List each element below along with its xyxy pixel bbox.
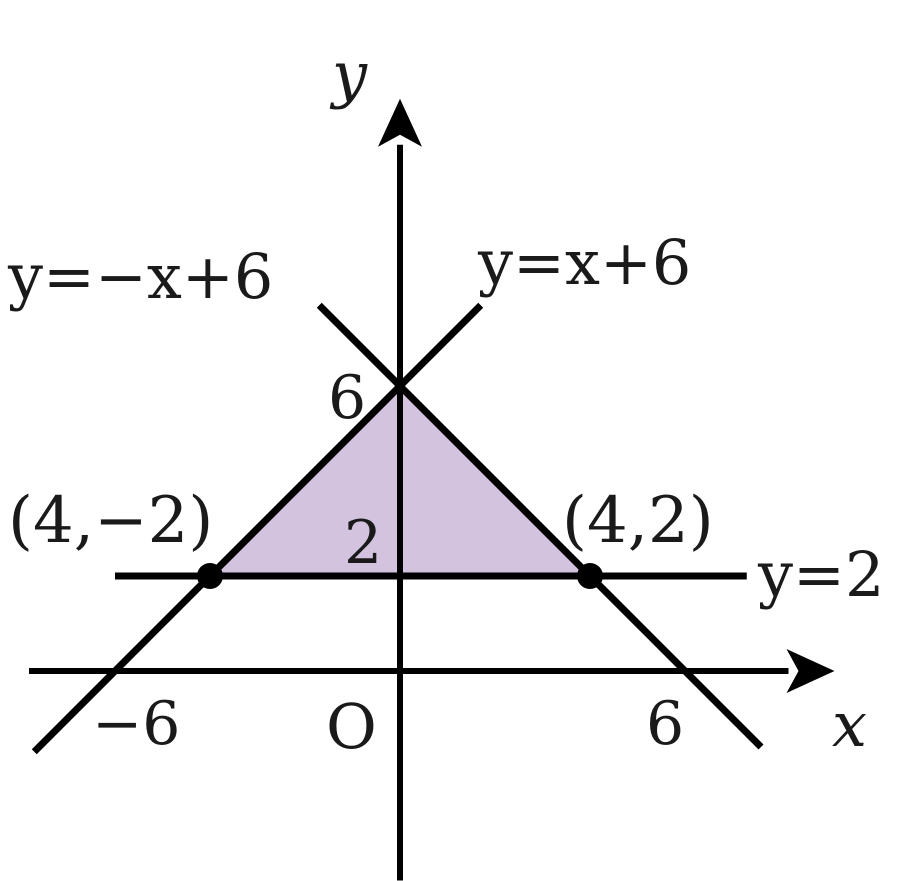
x-axis-label: x [832,688,867,761]
y-axis-arrowhead [378,98,422,147]
tick-label-x-neg6: −6 [92,689,180,759]
tick-label-x-6: 6 [646,689,684,759]
line-label-x-plus-6: y=x+6 [477,226,691,299]
intersection-point-left [197,563,223,589]
line-label-y-eq-2: y=2 [757,538,884,611]
line-y-equals-x-plus-6 [31,302,484,755]
point-label-right: (4,2) [562,484,714,558]
tick-label-y-6: 6 [328,363,366,433]
intersection-point-right [577,563,603,589]
y-axis-label: y [329,38,368,111]
point-label-left: (4,−2) [8,484,213,558]
origin-label: O [326,690,377,763]
line-y-equals-neg-x-plus-6 [316,302,764,750]
line-label-neg-x-plus-6: y=−x+6 [7,240,273,313]
x-axis-arrowhead [786,649,835,693]
tick-label-y-2: 2 [344,508,382,578]
